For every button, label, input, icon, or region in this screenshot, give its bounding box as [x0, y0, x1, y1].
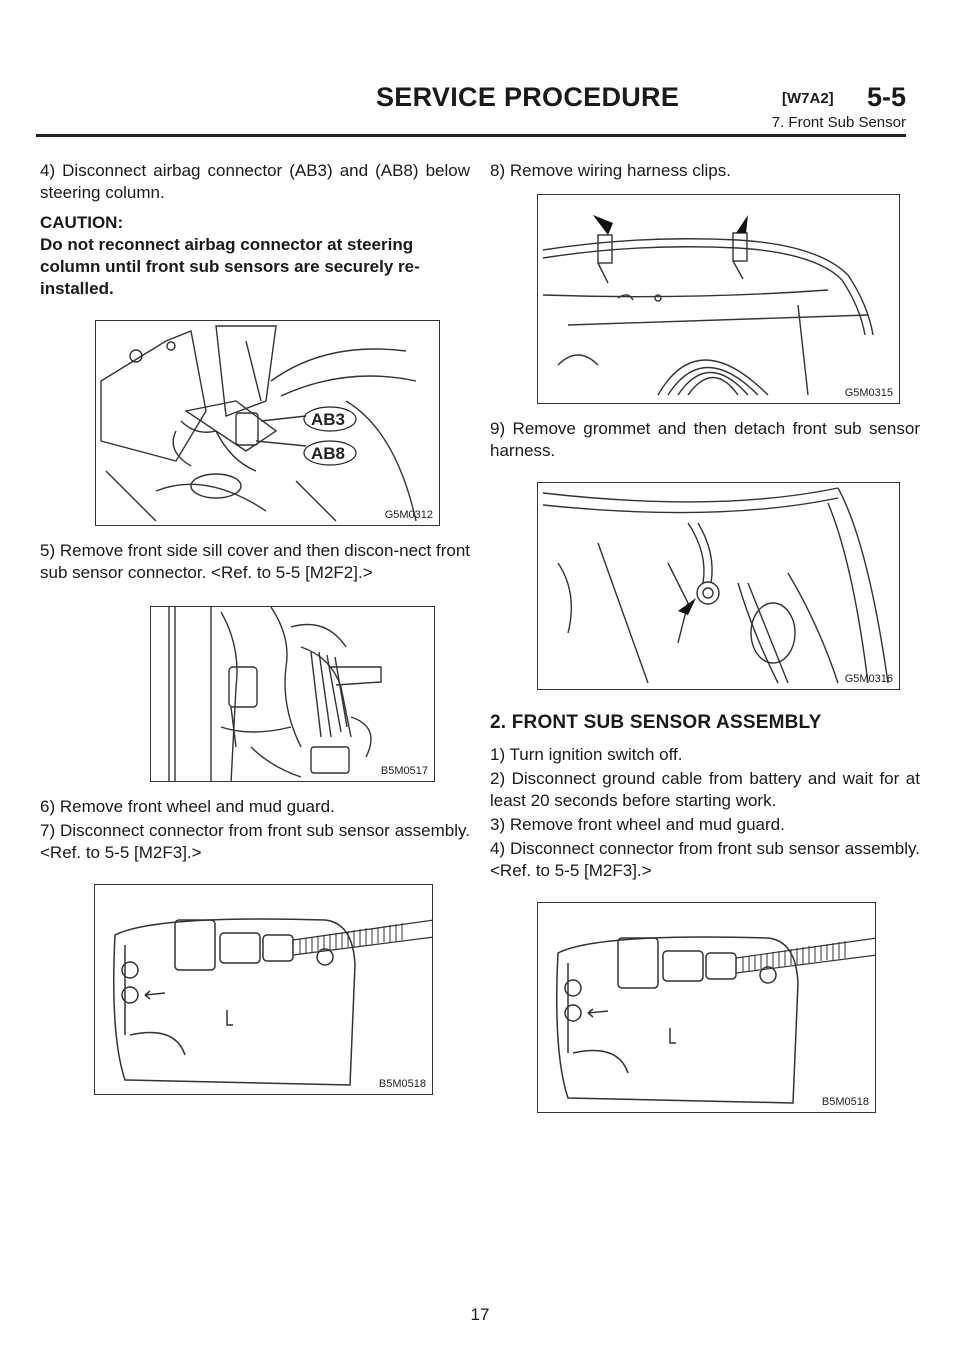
header-code: [W7A2]	[782, 90, 834, 107]
arrow-icon	[593, 215, 613, 235]
caution-label: CAUTION:	[40, 213, 124, 232]
figure-sill-connector: B5M0517	[150, 606, 435, 782]
step-s4: 4) Disconnect connector from front sub s…	[490, 839, 920, 880]
page-number: 17	[470, 1305, 490, 1324]
arrow-icon	[678, 598, 696, 615]
figure-id: G5M0315	[844, 387, 893, 399]
callout-ab8: AB8	[311, 444, 345, 463]
figure-sub-sensor-left: B5M0518	[94, 884, 433, 1095]
figure-id: B5M0518	[821, 1096, 869, 1108]
step-s1: 1) Turn ignition switch off.	[490, 745, 683, 764]
step-4: 4) Disconnect airbag connector (AB3) and…	[40, 161, 470, 202]
step-s3: 3) Remove front wheel and mud guard.	[490, 815, 785, 834]
figure-id: B5M0517	[380, 765, 428, 777]
left-column: 4) Disconnect airbag connector (AB3) and…	[40, 160, 470, 1095]
figure-id: B5M0518	[378, 1078, 426, 1090]
step-8: 8) Remove wiring harness clips.	[490, 161, 731, 180]
caution-text: Do not reconnect airbag connector at ste…	[40, 235, 420, 298]
header-title: SERVICE PROCEDURE	[376, 82, 680, 112]
airbag-connector-illustration: AB3 AB8	[100, 325, 417, 522]
figure-airbag-connectors: AB3 AB8 G5M0312	[95, 320, 440, 526]
page-header: SERVICE PROCEDURE [W7A2] 5-5 7. Front Su…	[36, 82, 906, 142]
right-column: 8) Remove wiring harness clips.	[490, 160, 920, 1113]
harness-clip-illustration	[542, 215, 874, 396]
sub-sensor-illustration	[556, 936, 875, 1104]
grommet-illustration	[542, 487, 889, 684]
section-title: 2. FRONT SUB SENSOR ASSEMBLY	[490, 712, 822, 733]
figure-id: G5M0312	[384, 509, 433, 521]
figure-harness-clips: G5M0315	[537, 194, 900, 404]
step-9: 9) Remove grommet and then detach front …	[490, 419, 920, 460]
caution-block: CAUTION: Do not reconnect airbag connect…	[40, 212, 470, 300]
arrow-icon	[736, 215, 748, 233]
figure-id: G5M0316	[844, 673, 893, 685]
header-subtitle: 7. Front Sub Sensor	[771, 114, 906, 131]
header-rule	[36, 134, 906, 137]
sill-connector-illustration	[168, 607, 382, 781]
figure-sub-sensor-right: B5M0518	[537, 902, 876, 1113]
step-6: 6) Remove front wheel and mud guard.	[40, 797, 335, 816]
step-7: 7) Disconnect connector from front sub s…	[40, 821, 470, 862]
step-s2: 2) Disconnect ground cable from battery …	[490, 769, 920, 810]
header-section: 5-5	[866, 82, 906, 112]
figure-grommet: G5M0316	[537, 482, 900, 690]
callout-ab3: AB3	[311, 410, 345, 429]
step-5: 5) Remove front side sill cover and then…	[40, 541, 470, 582]
sub-sensor-illustration	[113, 918, 432, 1086]
